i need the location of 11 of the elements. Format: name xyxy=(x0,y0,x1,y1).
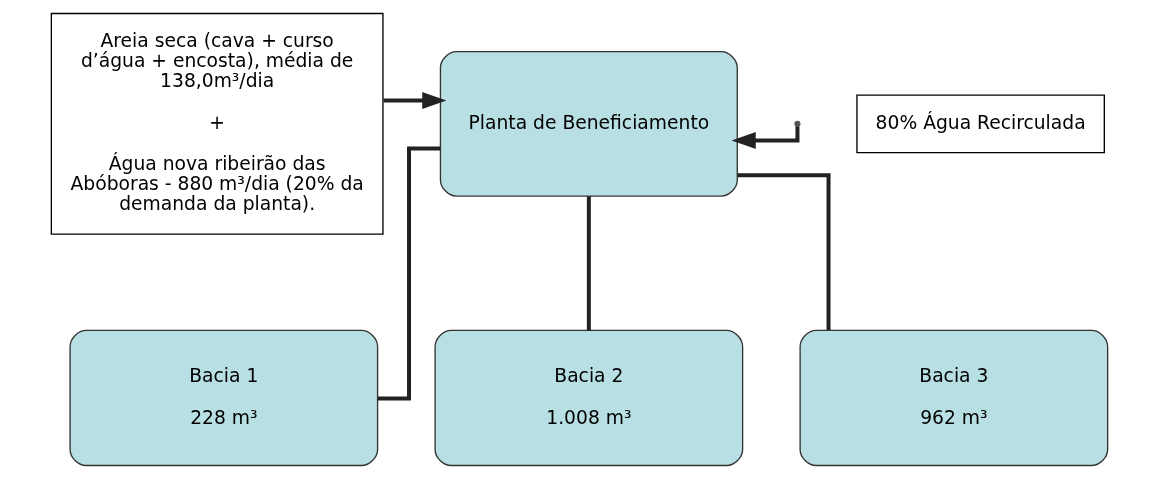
arrow xyxy=(382,92,446,109)
node-box: 80% Água Recirculada xyxy=(855,94,1105,154)
node-box: Areia seca (cava + curso d’água + encosta), média de 138,0m³/dia + Água nova ribeirão das Abóboras - 880 m³/dia (20% da demanda da planta). xyxy=(50,12,384,235)
connector xyxy=(377,146,440,401)
node-box: Bacia 2 1.008 m³ xyxy=(433,329,743,467)
node-box: Bacia 3 962 m³ xyxy=(798,329,1108,467)
node-box: Planta de Beneficiamento xyxy=(439,50,738,197)
arrow xyxy=(731,126,799,149)
connector xyxy=(737,173,831,330)
node-box: Bacia 1 228 m³ xyxy=(68,329,378,467)
connector xyxy=(586,196,591,331)
